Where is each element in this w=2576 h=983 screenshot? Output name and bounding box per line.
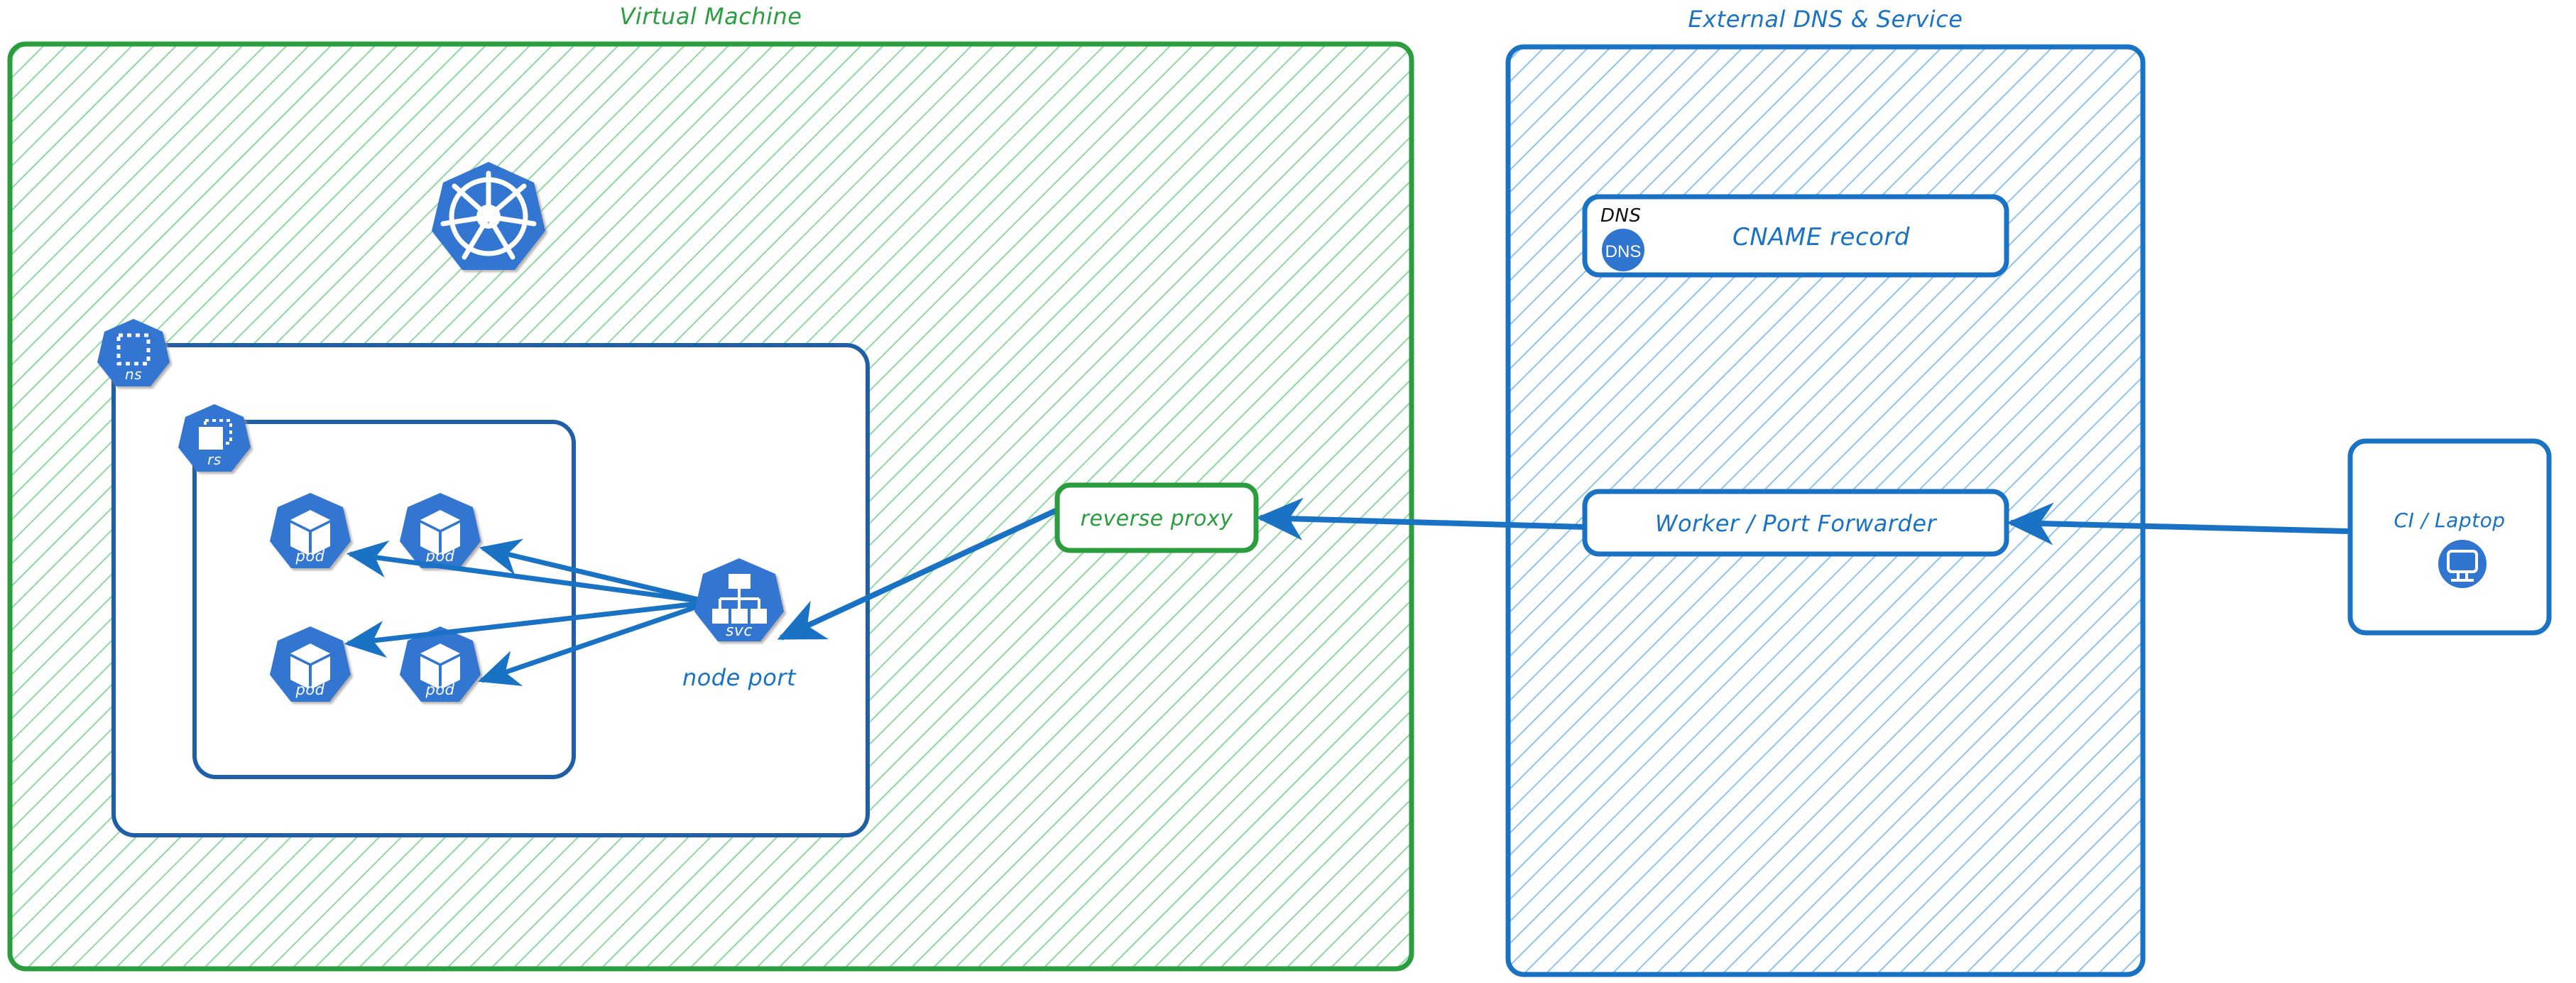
pod-label: pod	[295, 548, 324, 565]
svc-badge-label: svc	[726, 622, 753, 640]
pod-4: pod	[400, 626, 481, 702]
dns-circle-icon	[1602, 229, 1644, 271]
pod-1: pod	[270, 493, 351, 568]
edge-ci-worker	[2007, 502, 2351, 545]
cname-record-label: CNAME record	[1732, 223, 1910, 251]
node-worker-port-forwarder[interactable]: Worker / Port Forwarder	[1582, 489, 2009, 557]
rs-badge: rs	[178, 404, 251, 472]
node-ci-laptop[interactable]: CI / Laptop	[2347, 438, 2552, 636]
node-cname-record[interactable]: DNS DNS CNAME record	[1582, 194, 2009, 278]
edge-svc-pod2	[479, 538, 711, 605]
pod-cube-icon	[290, 510, 330, 555]
dns-icon-label: DNS	[1605, 242, 1642, 261]
monitor-icon	[2438, 540, 2487, 588]
reverse-proxy-label: reverse proxy	[1081, 506, 1233, 531]
pod-label: pod	[295, 681, 324, 698]
replicaset-icon	[199, 419, 232, 450]
pod-3: pod	[270, 626, 351, 702]
worker-port-forwarder-box[interactable]	[1582, 489, 2009, 557]
node-reverse-proxy[interactable]: reverse proxy	[1054, 482, 1259, 553]
rs-badge-label: rs	[207, 451, 222, 468]
pod-label: pod	[425, 681, 454, 698]
virtual-machine-title: Virtual Machine	[620, 3, 802, 30]
external-dns-title: External DNS & Service	[1688, 6, 1963, 33]
service-hierarchy-icon	[712, 574, 767, 624]
service-node-port: svc	[694, 558, 784, 641]
edge-worker-reverse-proxy	[1256, 497, 1586, 541]
replicaset-box	[192, 420, 576, 779]
edge-svc-pod4	[478, 599, 711, 686]
namespace-icon	[116, 333, 151, 366]
kubernetes-logo	[432, 162, 545, 270]
edge-svc-pod3	[344, 599, 711, 658]
node-port-caption: node port	[682, 664, 797, 691]
ci-laptop-box[interactable]	[2347, 438, 2552, 636]
worker-port-forwarder-label: Worker / Port Forwarder	[1655, 510, 1938, 537]
pod-cube-icon	[290, 643, 330, 689]
reverse-proxy-box[interactable]	[1054, 482, 1259, 553]
ns-badge-label: ns	[125, 366, 142, 383]
pod-2: pod	[400, 493, 481, 568]
pod-cube-icon	[420, 510, 460, 555]
cname-record-box[interactable]	[1582, 194, 2009, 278]
dns-tag-label: DNS	[1600, 205, 1641, 227]
ci-laptop-label: CI / Laptop	[2394, 509, 2506, 532]
ns-badge: ns	[97, 319, 170, 386]
edge-reverse-proxy-svc	[777, 507, 1059, 641]
pod-cube-icon	[420, 643, 460, 689]
edge-svc-pod1	[346, 540, 711, 605]
pod-label: pod	[425, 548, 454, 565]
